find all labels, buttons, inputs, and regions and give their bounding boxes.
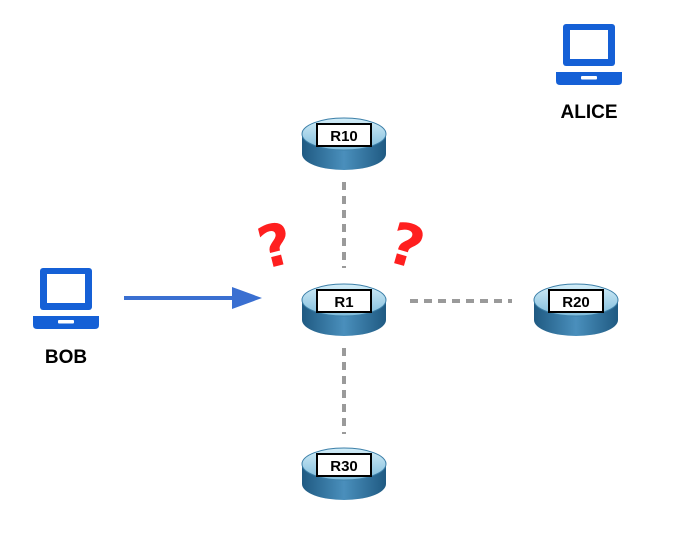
- router-r1-label: R1: [334, 294, 353, 311]
- router-r10: R10: [301, 117, 387, 171]
- question-mark-left: ?: [251, 209, 300, 283]
- laptop-icon: [556, 24, 622, 85]
- question-mark-right: ?: [381, 208, 432, 283]
- router-r10-label: R10: [330, 128, 358, 145]
- router-r20: R20: [533, 283, 619, 337]
- laptop-icon: [33, 268, 99, 329]
- router-r30-label: R30: [330, 458, 358, 475]
- router-r30: R30: [301, 447, 387, 501]
- host-alice-label: ALICE: [561, 102, 618, 123]
- router-r20-label: R20: [562, 294, 590, 311]
- router-r1: R1: [301, 283, 387, 337]
- host-bob: BOB: [33, 268, 99, 368]
- host-alice: ALICE: [556, 24, 622, 123]
- host-bob-label: BOB: [45, 347, 87, 368]
- arrow-right-icon: [124, 287, 262, 309]
